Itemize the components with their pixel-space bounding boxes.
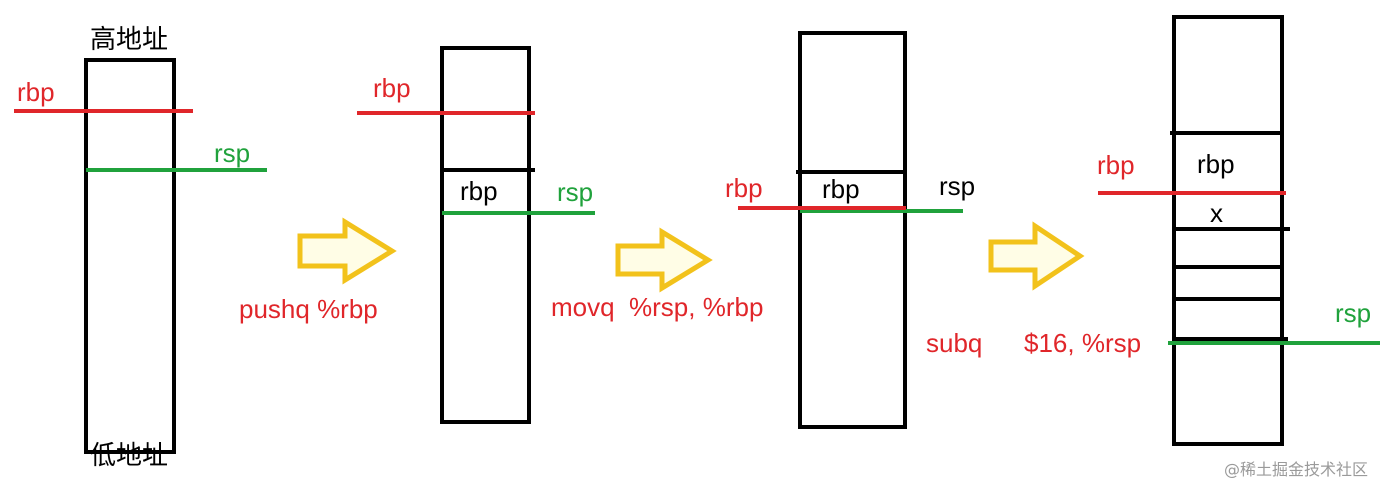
local-var-x-cell: x [1210,198,1223,228]
instruction-pushq: pushq %rbp [239,294,378,324]
stack-box-2 [440,46,531,424]
instruction-movq: movq %rsp, %rbp [551,292,764,322]
low-address-label: 低地址 [90,441,169,471]
arrow-icon-2 [615,227,713,293]
rsp-label-2: rsp [557,177,594,207]
instruction-subq-args: $16, %rsp [1024,328,1142,358]
rbp-label-1: rbp [17,77,55,107]
rbp-label-2: rbp [373,73,411,103]
saved-rbp-cell-4: rbp [1197,149,1235,179]
rsp-label-1: rsp [214,138,251,168]
rsp-label-4: rsp [1335,298,1372,328]
stack-box-1 [84,58,176,454]
instruction-subq-op: subq [926,328,983,358]
saved-rbp-cell-2: rbp [460,176,498,206]
high-address-label: 高地址 [90,25,169,55]
watermark: @稀土掘金技术社区 [1224,460,1369,479]
saved-rbp-cell-3: rbp [822,174,860,204]
arrow-icon-3 [988,221,1085,291]
rsp-label-3: rsp [939,171,976,201]
arrow-icon-1 [297,217,397,285]
rbp-label-3: rbp [725,173,763,203]
stack-box-3 [798,31,907,429]
rbp-label-4: rbp [1097,150,1135,180]
